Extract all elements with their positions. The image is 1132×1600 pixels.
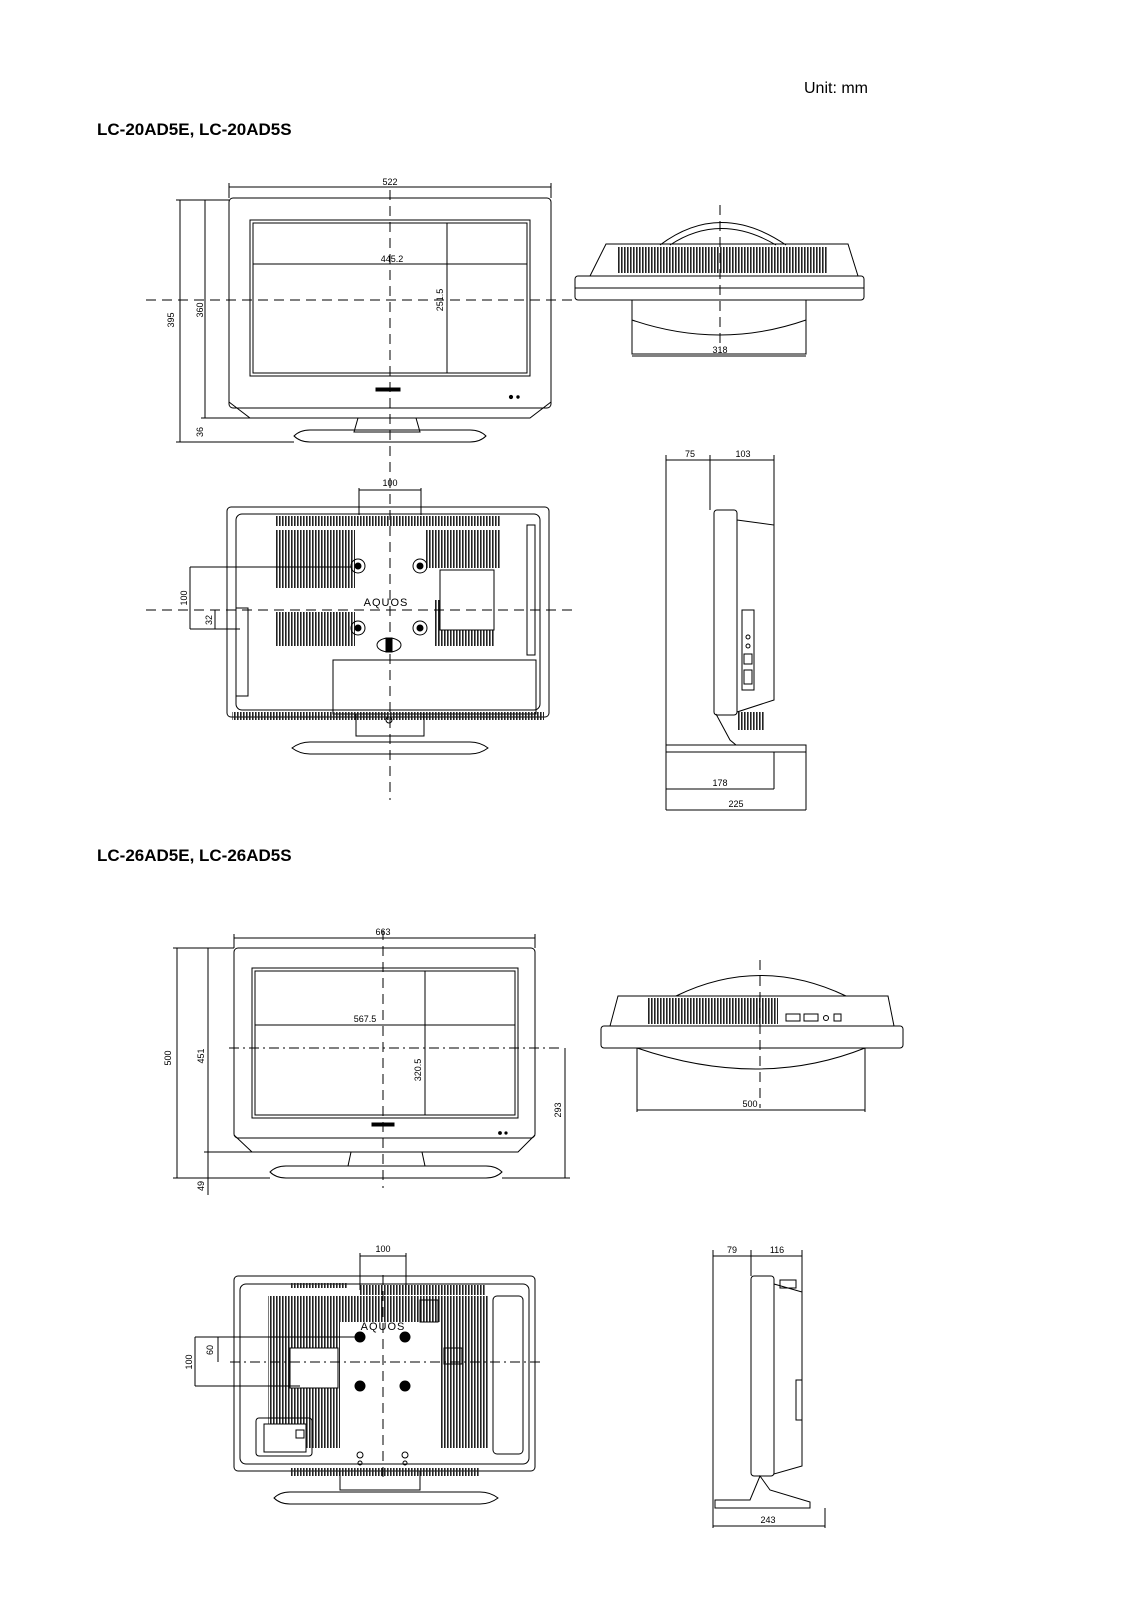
dim-total-depth-20: 225: [728, 799, 743, 809]
dim-stand-depth-20: 178: [712, 778, 727, 788]
dim-front-depth-20: 75: [685, 449, 695, 459]
rear-view-20: [146, 488, 578, 755]
dim-mount-h-26: 100: [375, 1244, 390, 1254]
dim-height-body-26: 451: [196, 1048, 206, 1063]
dim-height-body-20: 360: [195, 302, 205, 317]
dim-front-depth-26: 79: [727, 1245, 737, 1255]
dim-stand-20: 36: [195, 427, 205, 437]
front-view-20: [146, 183, 585, 800]
dim-height-total-26: 500: [163, 1050, 173, 1065]
side-view-26: [712, 1250, 826, 1528]
rear-logo-20: AQUOS: [364, 597, 409, 609]
dim-stand-width-26: 500: [742, 1099, 757, 1109]
dim-screen-width-20: 445.2: [381, 254, 404, 264]
dim-mount-h-20: 100: [382, 478, 397, 488]
dim-depth-top-20: 318: [712, 345, 727, 355]
dim-center-height-26: 293: [553, 1102, 563, 1117]
dim-mount-v-20: 100: [179, 590, 189, 605]
dim-mount-v-26: 100: [184, 1354, 194, 1369]
model-title-20: LC-20AD5E, LC-20AD5S: [97, 120, 292, 139]
model-title-26: LC-26AD5E, LC-26AD5S: [97, 846, 292, 865]
dim-width-26: 663: [375, 927, 390, 937]
front-view-26: [173, 930, 570, 1195]
dim-width-20: 522: [382, 177, 397, 187]
rear-logo-26: AQUOS: [361, 1321, 406, 1333]
dim-height-total-20: 395: [166, 312, 176, 327]
dim-stand-26: 49: [196, 1181, 206, 1191]
side-view-20: [665, 455, 807, 811]
dim-screen-height-20: 251.5: [435, 289, 445, 312]
rear-view-26: [194, 1253, 540, 1505]
dim-mount-offset-26: 60: [205, 1345, 215, 1355]
top-view-20: [574, 205, 865, 357]
dim-rear-depth-26: 116: [770, 1245, 784, 1255]
dim-screen-width-26: 567.5: [354, 1014, 377, 1024]
dim-screen-height-26: 320.5: [413, 1059, 423, 1082]
top-view-26: [600, 960, 904, 1112]
dim-rear-depth-20: 103: [735, 449, 750, 459]
dim-stand-depth-26: 243: [760, 1515, 775, 1525]
dim-mount-offset-20: 32: [204, 615, 214, 625]
unit-label: Unit: mm: [804, 80, 868, 97]
